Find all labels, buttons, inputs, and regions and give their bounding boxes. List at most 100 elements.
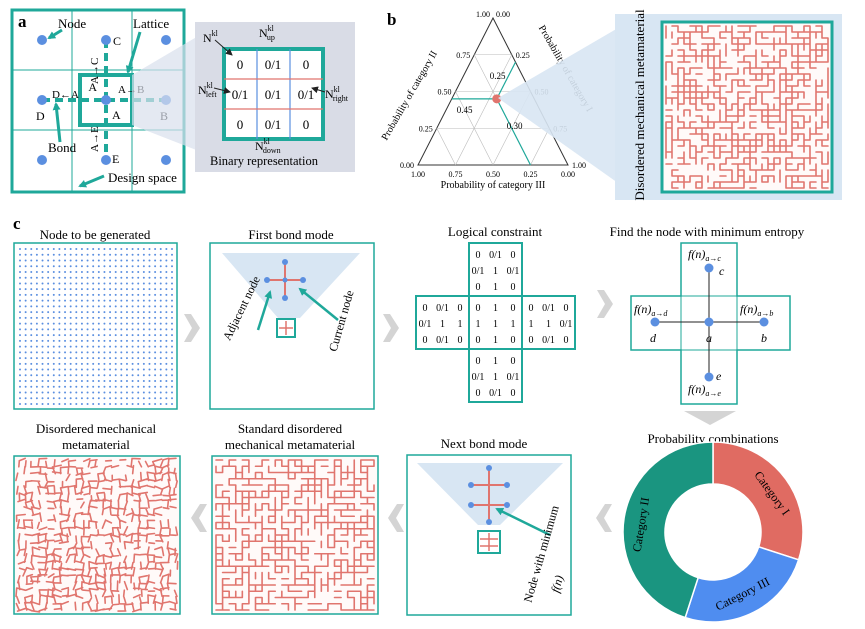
- entropy-f-d: f(n): [634, 302, 651, 316]
- svg-text:f(n)a→b: f(n)a→b: [740, 302, 773, 318]
- panel-a: a Node Lattice C A A D B E A→B D: [10, 8, 355, 194]
- constraint-cell: 0/1: [560, 319, 573, 330]
- design-space-label: Design space: [108, 170, 177, 185]
- metamaterial-pattern: [665, 25, 829, 189]
- n-right: N: [325, 87, 334, 101]
- constraint-cell: 0/1: [419, 319, 432, 330]
- title-prob-comb: Probability combinations: [647, 431, 778, 446]
- tick-label: 1.00: [411, 170, 425, 179]
- panel-a-pointers: [47, 28, 142, 188]
- n-sub-up: up: [267, 33, 275, 42]
- n-top: N: [203, 31, 212, 45]
- entropy-node-d: d: [650, 331, 657, 345]
- n-sub-right: right: [333, 94, 349, 103]
- n-pointers: [213, 39, 326, 94]
- tick-label: 0.50: [486, 170, 500, 179]
- constraint-cell: 0: [423, 303, 428, 314]
- entropy-f-e: f(n): [688, 382, 705, 396]
- node-e: E: [112, 152, 119, 166]
- matrix-cell: 0: [303, 57, 310, 72]
- tick-label: 0.25: [516, 51, 530, 60]
- constraint-cell: 1: [493, 319, 498, 330]
- constraint-cell: 1: [493, 372, 498, 383]
- title-disordered-2: metamaterial: [62, 437, 130, 452]
- node-grid-frame: [13, 242, 178, 410]
- tick-label: 0.00: [496, 10, 510, 19]
- point-projection: [496, 61, 517, 100]
- svg-text:f(n)a→e: f(n)a→e: [688, 382, 721, 398]
- constraint-cell: 0: [529, 303, 534, 314]
- node-label: Node: [58, 16, 86, 31]
- ternary-grid-line: [436, 128, 456, 166]
- entropy-node-b: b: [761, 331, 767, 345]
- node-a-center: A: [112, 108, 121, 122]
- zoom-projection-b: [498, 14, 642, 200]
- probability-point: [492, 94, 502, 104]
- constraint-cell: 1: [493, 303, 498, 314]
- node-c: C: [113, 34, 121, 48]
- point-value-label: 0.30: [507, 121, 523, 131]
- title-standard-1: Standard disordered: [238, 421, 343, 436]
- constraint-cell: 0: [564, 303, 569, 314]
- tick-label: 1.00: [572, 161, 586, 170]
- constraint-cell: 0: [476, 335, 481, 346]
- entropy-sub-e: a→e: [705, 389, 721, 398]
- n-sup: kl: [207, 81, 214, 90]
- constraint-cell: 0: [511, 335, 516, 346]
- point-value-label: 0.45: [457, 105, 473, 115]
- flow-arrow-icon: [596, 504, 612, 532]
- constraint-cell: 0: [511, 356, 516, 367]
- flow-arrow-icon: [191, 504, 207, 532]
- entropy-node-e: e: [716, 369, 722, 383]
- flow-arrow-icon: [184, 314, 200, 342]
- tick-label: 1.00: [476, 10, 490, 19]
- first-bond-shade: [222, 253, 360, 318]
- ternary-grid-line: [455, 91, 494, 166]
- n-up: N: [259, 26, 268, 40]
- point-projection: [496, 98, 532, 166]
- title-first-bond: First bond mode: [248, 227, 333, 242]
- matrix-cell: 0/1: [265, 117, 282, 132]
- constraint-cell: 0: [476, 388, 481, 399]
- matrix-cell: 0: [237, 57, 244, 72]
- disordered-pattern: [15, 457, 179, 613]
- standard-pattern: [215, 459, 375, 611]
- point-value-label: 0.25: [490, 71, 506, 81]
- binary-caption: Binary representation: [210, 154, 319, 168]
- maze-path: [665, 25, 829, 189]
- constraint-cell: 0: [511, 303, 516, 314]
- next-bond-nodes: [468, 465, 510, 525]
- title-next-bond: Next bond mode: [441, 436, 528, 451]
- n-sup: kl: [334, 85, 341, 94]
- entropy-sub-c: a→c: [705, 254, 721, 263]
- matrix-cell: 0/1: [265, 87, 282, 102]
- entropy-f-c: f(n): [688, 247, 705, 261]
- constraint-cell: 0/1: [507, 266, 520, 277]
- flow-arrow-icon: [383, 314, 399, 342]
- n-sup: kl: [268, 24, 275, 33]
- constraint-cell: 1: [511, 319, 516, 330]
- first-bond-nodes: [264, 259, 306, 301]
- title-logical: Logical constraint: [448, 224, 543, 239]
- tick-label: 0.75: [449, 170, 463, 179]
- constraint-cell: 1: [529, 319, 534, 330]
- donut-slice: [712, 441, 804, 561]
- matrix-cell: 0/1: [232, 87, 249, 102]
- panel-b: b 1.000.000.750.500.250.000.250.500.751.…: [380, 9, 842, 201]
- n-sup: kl: [264, 137, 271, 146]
- constraint-cell: 0: [423, 335, 428, 346]
- flow-arrow-icon: [597, 290, 613, 318]
- bond-label: Bond: [48, 140, 77, 155]
- constraint-cell: 0: [511, 250, 516, 261]
- flow-arrow-icon: [684, 411, 736, 425]
- constraint-cell: 0: [476, 303, 481, 314]
- n-sub-left: left: [206, 90, 217, 99]
- constraint-cell: 0/1: [472, 372, 485, 383]
- next-bond-panel: Node with minimum f(n): [406, 454, 572, 616]
- entropy-sub-d: a→d: [651, 309, 668, 318]
- ternary-grid-line: [530, 128, 550, 166]
